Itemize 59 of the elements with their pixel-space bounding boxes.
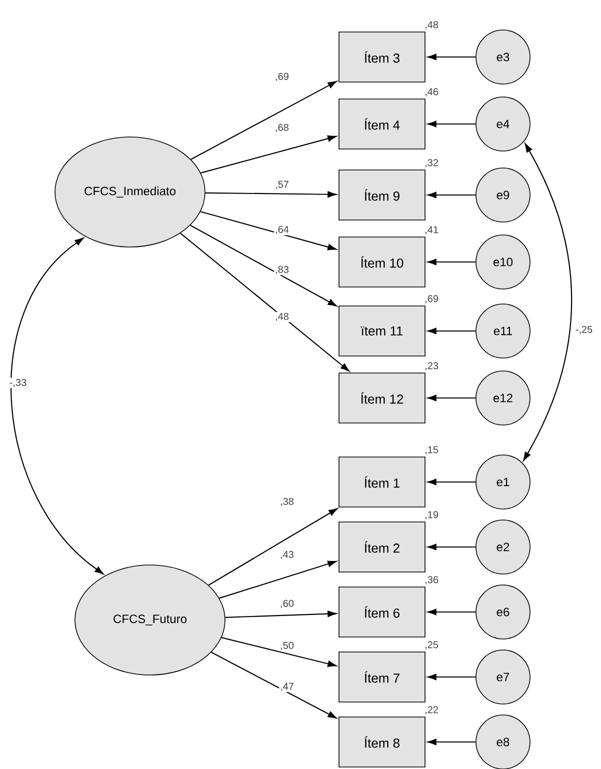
edge-label: ,83 (274, 264, 290, 276)
squared-multiple-correlation: ,22 (426, 706, 438, 714)
edge-label: ,57 (274, 180, 290, 190)
arrow (428, 738, 476, 746)
edge-label: ,50 (279, 640, 295, 652)
squared-multiple-correlation: ,15 (426, 446, 438, 454)
arrow (428, 328, 476, 334)
arrow (219, 560, 337, 599)
squared-multiple-correlation: ,32 (426, 159, 438, 168)
arrow (428, 54, 476, 60)
arrow (225, 610, 336, 618)
arrow (428, 674, 476, 680)
arrow (208, 508, 338, 586)
item-box: Ítem 12 (338, 372, 426, 424)
item-box: Ítem 1 (338, 456, 426, 508)
edge-label: ,38 (279, 496, 295, 508)
item-box: Ítem 10 (338, 236, 426, 288)
edge-label: ,64 (274, 224, 290, 236)
edge-label: ,60 (279, 598, 295, 610)
edge-label: ,69 (274, 72, 290, 82)
item-box: Ítem 6 (338, 586, 426, 638)
arrow (200, 211, 337, 250)
arrow (180, 232, 350, 372)
arrow (221, 637, 337, 667)
arrow (10, 238, 104, 574)
item-box: Ítem 9 (338, 170, 426, 220)
squared-multiple-correlation: ,36 (426, 576, 438, 584)
item-box: Ítem 4 (338, 98, 426, 150)
arrow (190, 80, 337, 160)
squared-multiple-correlation: ,19 (426, 511, 438, 520)
edge-label: ,47 (279, 682, 295, 692)
edge-label: -,25 (574, 324, 594, 336)
squared-multiple-correlation: ,48 (426, 21, 438, 30)
arrow (428, 120, 476, 128)
arrow (428, 544, 476, 550)
item-box: ïtem 11 (338, 306, 426, 356)
squared-multiple-correlation: ,25 (426, 641, 438, 650)
arrow (190, 224, 337, 306)
edge-label: ,48 (274, 312, 290, 322)
item-box: Ítem 8 (338, 716, 426, 768)
squared-multiple-correlation: ,41 (426, 226, 438, 234)
squared-multiple-correlation: ,23 (426, 362, 438, 370)
arrow (428, 608, 476, 616)
arrow (205, 191, 336, 198)
item-box: Ítem 7 (338, 652, 426, 702)
arrow (200, 135, 337, 174)
item-box: Ítem 3 (338, 32, 426, 82)
item-box: Ítem 2 (338, 522, 426, 572)
arrow (428, 192, 476, 198)
arrow (428, 394, 476, 402)
arrow (428, 478, 476, 486)
edge-label: ,43 (279, 550, 295, 560)
squared-multiple-correlation: ,46 (426, 88, 438, 96)
edge-label: -,33 (8, 378, 28, 388)
arrow (523, 143, 572, 461)
arrow (428, 258, 476, 266)
arrow (211, 652, 337, 719)
squared-multiple-correlation: ,69 (426, 295, 438, 304)
edge-label: ,68 (274, 122, 290, 134)
